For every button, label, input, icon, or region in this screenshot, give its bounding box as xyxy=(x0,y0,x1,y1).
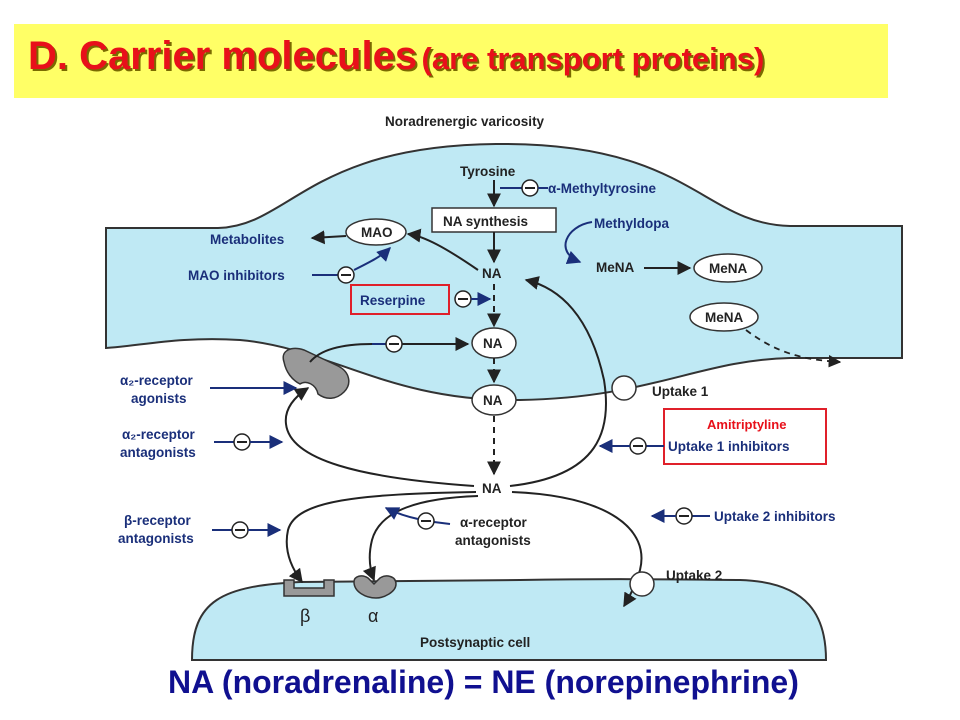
mena-cytoplasm-label: MeNA xyxy=(596,260,635,275)
na-vesicle-2 xyxy=(471,384,517,416)
mao-inhibitor-arrow xyxy=(353,247,391,271)
varicosity-membrane xyxy=(105,142,903,402)
uptake2-carrier xyxy=(629,571,655,597)
na-vesicle-1-label: NA xyxy=(483,336,503,351)
methyldopa-label: Methyldopa xyxy=(594,216,669,231)
beta-antagonists-label-2: antagonists xyxy=(118,531,194,546)
mena-vesicle-1 xyxy=(693,253,763,283)
na-cytoplasm-label: NA xyxy=(482,266,502,281)
mena-release-arrow xyxy=(745,329,842,368)
mao-enzyme xyxy=(345,218,407,246)
title-banner xyxy=(14,24,888,98)
reserpine-label: Reserpine xyxy=(360,293,426,308)
alpha2-antagonists-label-1: α₂-receptor xyxy=(122,427,196,442)
uptake1-inhibitors-label: Uptake 1 inhibitors xyxy=(668,439,790,454)
amitriptyline-highlight xyxy=(663,408,827,465)
varicosity-label: Noradrenergic varicosity xyxy=(385,114,545,129)
methyldopa-arrow xyxy=(564,221,593,264)
mao-label: MAO xyxy=(361,225,393,240)
page-title: D. Carrier molecules (are transport prot… xyxy=(28,34,764,79)
footer-caption: NA (noradrenaline) = NE (norepinephrine) xyxy=(168,664,799,700)
title-parenthetical: (are transport proteins) xyxy=(421,41,765,76)
mena-vesicle-1-label: MeNA xyxy=(709,261,748,276)
amitriptyline-label: Amitriptyline xyxy=(707,417,786,432)
na-to-beta-arrow xyxy=(285,491,477,584)
uptake1-carrier xyxy=(611,375,637,401)
title-main: D. Carrier molecules xyxy=(28,34,418,78)
alpha2-feedback-arrow xyxy=(309,343,373,363)
na-synthesis-box xyxy=(431,207,557,233)
methyltyrosine-label: α-Methyltyrosine xyxy=(548,181,657,196)
na-to-mao-arrow xyxy=(406,228,479,271)
alpha-antagonists-label-1: α-receptor xyxy=(460,515,528,530)
reserpine-highlight xyxy=(350,284,450,315)
alpha2-autoreceptor xyxy=(282,347,350,399)
alpha2-antagonists-label-2: antagonists xyxy=(120,445,196,460)
na-to-alpha-arrow xyxy=(362,495,479,582)
metabolites-arrow xyxy=(310,230,347,245)
alpha2-agonists-label-2: agonists xyxy=(131,391,187,406)
alpha2-agonists-label-1: α₂-receptor xyxy=(120,373,194,388)
uptake2-inhibitors-label: Uptake 2 inhibitors xyxy=(714,509,836,524)
postsynaptic-label: Postsynaptic cell xyxy=(420,635,530,650)
alpha-antagonists-label-2: antagonists xyxy=(455,533,531,548)
na-vesicle-2-label: NA xyxy=(483,393,503,408)
uptake2-arrow xyxy=(511,491,643,608)
na-synthesis-label: NA synthesis xyxy=(443,214,528,229)
alpha-receptor-label: α xyxy=(368,606,378,626)
beta-receptor xyxy=(283,579,335,597)
na-synaptic-label: NA xyxy=(482,481,502,496)
tyrosine-label: Tyrosine xyxy=(460,164,516,179)
uptake1-reuptake-arrow xyxy=(509,276,608,487)
beta-antagonists-label-1: β-receptor xyxy=(124,513,192,528)
alpha-antagonists-arrow xyxy=(384,507,419,520)
uptake2-label: Uptake 2 xyxy=(666,568,722,583)
mao-inhibitors-label: MAO inhibitors xyxy=(188,268,285,283)
alpha-receptor xyxy=(353,575,397,599)
beta-receptor-label: β xyxy=(300,606,310,626)
mena-vesicle-2-label: MeNA xyxy=(705,310,744,325)
uptake1-label: Uptake 1 xyxy=(652,384,709,399)
na-to-alpha2-arrow xyxy=(284,387,475,487)
metabolites-label: Metabolites xyxy=(210,232,284,247)
mena-vesicle-2 xyxy=(689,302,759,332)
